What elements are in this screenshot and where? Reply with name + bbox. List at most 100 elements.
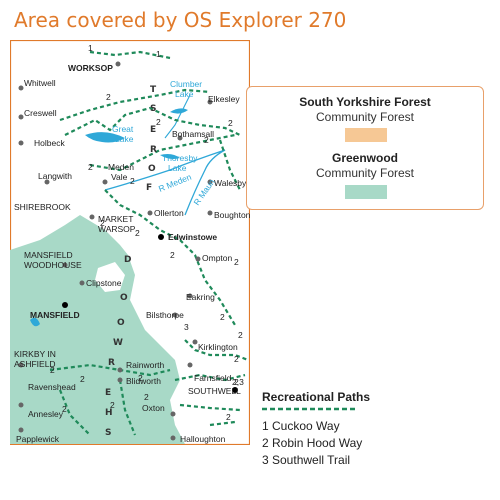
label-meden-1: Meden [108,162,134,172]
page-title: Area covered by OS Explorer 270 [14,8,347,32]
cuckoo-way [89,50,171,60]
forest-letters: S H E R W O O D F O R E S T [105,85,157,438]
place-dot [207,210,213,216]
place-dot [117,367,123,373]
label-ollerton: Ollerton [154,208,184,218]
clumber-lake [170,108,188,114]
label-kirkby-1: KIRKBY IN [14,349,56,359]
route-number: 2 [234,377,239,387]
route-number: 2 [100,218,105,228]
river-meden [104,149,226,191]
south-loop-3 [118,379,137,436]
route-number: 2 [156,117,161,127]
label-mansfield: MANSFIELD [30,310,80,320]
place-dot [187,362,193,368]
syf-subtitle: Community Forest [315,110,415,124]
river-ryton [164,94,191,139]
label-ravenshead: Ravenshead [28,382,76,392]
label-mansfield-woodhouse-1: MANSFIELD [24,250,73,260]
place-dot [18,427,24,433]
river-maun [184,149,226,216]
label-mansfield-woodhouse-2: WOODHOUSE [24,260,82,270]
mansfield-reservoir [30,317,40,327]
place-dot [18,85,24,91]
robin-hood-way-mid [89,133,236,172]
forest-letter: E [150,125,156,135]
label-halloughton: Halloughton [180,434,226,444]
label-oxton: Oxton [142,403,165,413]
route-number: 2 [135,228,140,238]
community-forest-legend: South Yorkshire Forest Community Forest … [246,86,484,210]
label-great-2: Lake [115,134,134,144]
path-southwell-trail: 3 Southwell Trail [262,453,351,467]
forest-letter: H [105,408,113,418]
forest-letter: R [150,145,157,155]
route-number: 2 [144,392,149,402]
label-blidworth: Blidworth [126,376,161,386]
forest-letter: O [117,318,125,328]
southwell-trail [184,339,249,362]
route-number: 2 [138,373,143,383]
route-number: 2 [238,330,243,340]
route-number: 2 [234,354,239,364]
forest-letter: T [150,85,157,95]
place-dot [115,61,121,67]
label-thoresby-1: Thoresby [162,153,198,163]
paths-heading: Recreational Paths [262,390,371,404]
route-number: 2 [62,404,67,414]
great-lake [85,132,125,143]
southwell-link [179,403,241,412]
recreational-paths [49,50,249,436]
syf-title: South Yorkshire Forest [299,95,431,109]
label-worksop: WORKSOP [68,63,113,73]
label-papplewick: Papplewick [16,434,60,444]
map: WORKSOP Whitwell Creswell Holbeck Langwi… [10,40,250,445]
label-ompton: Ompton [202,253,233,263]
gw-subtitle: Community Forest [315,166,415,180]
label-holbeck: Holbeck [34,138,65,148]
place-dot [170,435,176,441]
route-number: 2 [110,400,115,410]
route-number: 2 [88,162,93,172]
route-number: 1 [156,49,161,59]
place-dot [18,140,24,146]
place-dot [18,114,24,120]
route-number: 2 [204,135,209,145]
route-number: 2,3 [232,377,244,387]
route-number: 2 [80,374,85,384]
place-dot [44,179,50,185]
place-dot [62,262,68,268]
greenwood-area [10,215,185,444]
label-whitwell: Whitwell [24,78,56,88]
route-number: 2 [234,257,239,267]
forest-letter: W [113,338,123,348]
route-number: 2 [130,176,135,186]
label-elkesley: Elkesley [208,94,240,104]
label-clumber-2: Lake [175,89,194,99]
place-dot [147,210,153,216]
place-dot [89,214,95,220]
place-dots [18,61,238,441]
forest-letter: O [148,164,156,174]
thoresby-lake [160,154,180,159]
place-dot [117,377,123,383]
label-shirebrook: SHIREBROOK [14,202,71,212]
farnsfield-link [174,373,246,382]
forest-letter: S [105,428,111,438]
path-cuckoo-way: 1 Cuckoo Way [262,419,340,433]
place-dot [79,280,85,286]
route-number: 2 [226,412,231,422]
forest-letter: S [150,104,156,114]
route-number: 3 [184,322,189,332]
south-loop-2 [58,389,91,436]
label-boughton: Boughton [214,210,250,220]
route-number: 2 [106,92,111,102]
label-kirklington: Kirklington [198,342,238,352]
place-dot [170,411,176,417]
place-dot [158,234,164,240]
place-dot [18,362,24,368]
label-meden-2: Vale [111,172,128,182]
label-eakring: Eakring [186,292,215,302]
label-clumber-1: Clumber [170,79,202,89]
route-number: 2 [220,312,225,322]
